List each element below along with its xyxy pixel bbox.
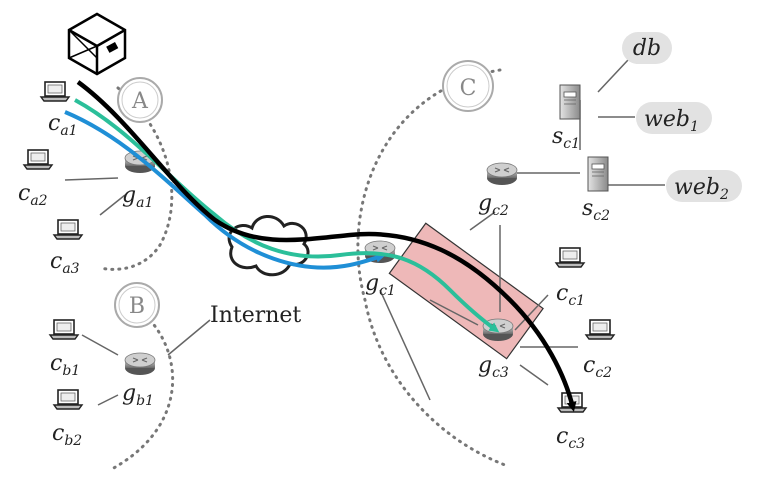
highlight-box (388, 222, 544, 360)
service-web1-sub: 1 (690, 119, 699, 135)
svg-text:web1: web1 (644, 107, 699, 135)
service-web2-label: web (674, 175, 720, 200)
region-a-marker: A (117, 77, 163, 123)
flow-blue-path (64, 110, 386, 270)
region-c-boundary (356, 68, 507, 467)
label-ca1: ca1 (48, 111, 78, 139)
service-db-label: db (633, 36, 661, 61)
laptop-cb2-icon (53, 389, 83, 410)
label-gc2: gc2 (478, 191, 509, 219)
flow-black-path (76, 80, 577, 412)
region-a-label: A (131, 89, 149, 114)
service-web1-label: web (644, 107, 690, 132)
package-icon (67, 12, 127, 76)
service-web2-sub: 2 (719, 187, 729, 203)
region-b-label: B (129, 294, 145, 319)
label-cc1: cc1 (556, 281, 585, 309)
region-c-label: C (460, 76, 477, 101)
label-ca2: ca2 (18, 181, 48, 209)
label-cb1: cb1 (50, 351, 80, 379)
laptop-cc2-icon (585, 319, 615, 340)
laptop-ca1-icon (40, 81, 70, 102)
region-b-marker: B (114, 282, 160, 328)
laptop-ca2-icon (23, 149, 53, 170)
label-gb1: gb1 (122, 381, 154, 409)
label-sc2: sc2 (582, 196, 610, 224)
laptop-cb1-icon (49, 319, 79, 340)
region-c-marker: C (442, 60, 494, 112)
label-cc2: cc2 (583, 353, 612, 381)
router-gc2-icon (486, 162, 518, 186)
label-gc3: gc3 (478, 353, 509, 381)
svg-text:web2: web2 (674, 175, 729, 203)
router-gb1-icon (124, 352, 156, 376)
label-cc3: cc3 (556, 424, 585, 452)
server-sc1-icon (559, 84, 581, 120)
service-web2: web2 (666, 170, 742, 203)
internet-label: Internet (210, 303, 301, 328)
links (64, 59, 665, 406)
service-web1: web1 (636, 102, 712, 135)
label-sc1: sc1 (552, 124, 580, 152)
server-sc2-icon (587, 156, 609, 192)
laptop-ca3-icon (53, 219, 83, 240)
region-a-boundary (98, 86, 174, 271)
laptop-cc1-icon (555, 247, 585, 268)
label-ca3: ca3 (50, 249, 80, 277)
label-ga1: ga1 (122, 183, 153, 211)
label-gc1: gc1 (365, 271, 396, 299)
service-db: db (622, 32, 672, 64)
label-cb2: cb2 (52, 421, 82, 449)
